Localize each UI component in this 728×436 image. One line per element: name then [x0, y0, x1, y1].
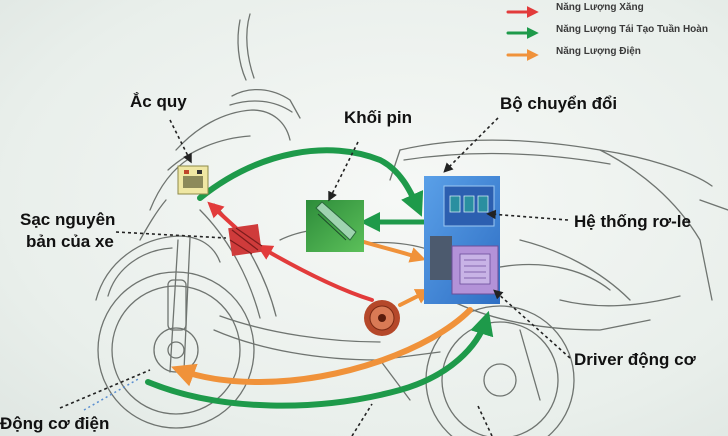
- energy-arrows: [145, 147, 494, 409]
- motor-dotted-blue: [83, 377, 141, 411]
- orange-arrow-converter-to-motor: [171, 307, 473, 387]
- green-arrow-motor-to-converter: [145, 310, 494, 409]
- generator-icon: [364, 300, 400, 336]
- legend-label-regenerative: Năng Lượng Tái Tạo Tuần Hoàn: [556, 24, 708, 35]
- battery-pack-icon: [306, 200, 364, 252]
- leader-battery: [169, 119, 192, 164]
- leader-converter: [443, 117, 499, 173]
- leader-electric-motor: [59, 369, 151, 409]
- leader-bottom-right: [477, 405, 493, 436]
- motor-driver-icon: [451, 245, 499, 295]
- label-converter: Bộ chuyển đổi: [500, 94, 618, 113]
- red-arrow-charger-to-battery: [207, 201, 238, 230]
- leader-motor-driver: [493, 289, 571, 359]
- leader-relay: [486, 209, 569, 221]
- label-charger-line1: Sạc nguyên: [20, 210, 116, 229]
- label-relay: Hệ thống rơ-le: [574, 212, 691, 231]
- scooter-outline: [95, 13, 728, 436]
- orange-arrow-engine-to-converter: [398, 289, 432, 307]
- leader-lines: [59, 117, 571, 436]
- label-electric-motor: Động cơ điện: [0, 414, 110, 433]
- leader-bottom-center: [351, 403, 373, 436]
- label-battery: Ắc quy: [130, 92, 187, 111]
- leader-battery-pack: [328, 141, 359, 202]
- label-battery-pack: Khối pin: [344, 108, 412, 127]
- green-arrow-battery-to-converter: [197, 147, 424, 217]
- charger-icon: [228, 224, 263, 256]
- legend-arrows: [506, 6, 539, 61]
- label-charger-line2: bản của xe: [26, 232, 114, 251]
- battery-icon: [177, 165, 209, 195]
- leader-charger: [115, 231, 227, 239]
- red-arrow-engine-to-charger: [256, 244, 374, 302]
- orange-arrow-pack-to-converter: [362, 240, 427, 263]
- legend-label-gasoline: Năng Lượng Xăng: [556, 2, 644, 13]
- label-motor-driver: Driver động cơ: [574, 350, 696, 369]
- legend-label-electric: Năng Lượng Điện: [556, 46, 641, 57]
